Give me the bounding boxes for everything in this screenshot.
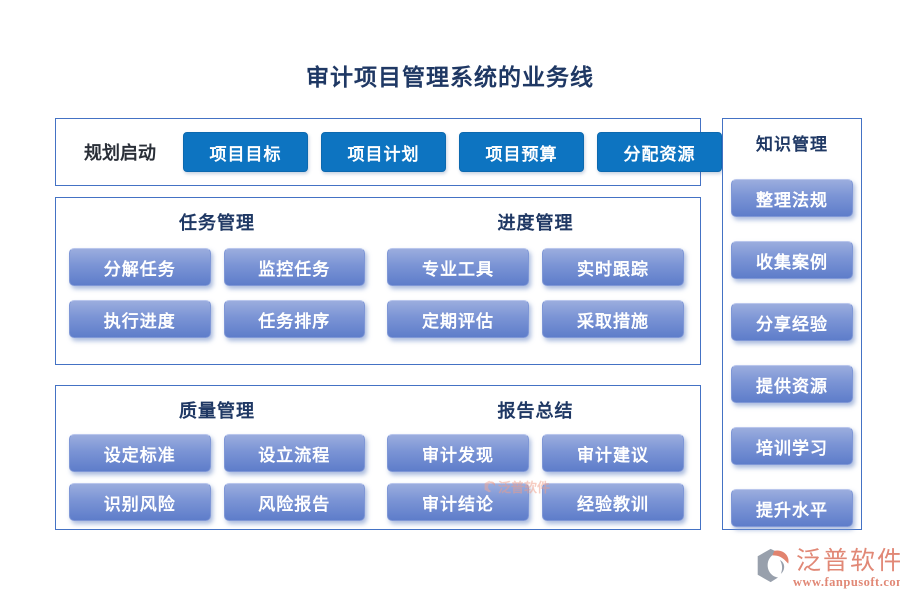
button-professional-tools[interactable]: 专业工具 bbox=[387, 248, 529, 286]
button-audit-conclusion[interactable]: 审计结论 bbox=[387, 483, 529, 521]
task-progress-section: 任务管理 分解任务 监控任务 执行进度 任务排序 进度管理 专业工具 实时跟踪 … bbox=[55, 197, 701, 365]
quality-management-header: 质量管理 bbox=[179, 401, 255, 421]
button-monitor-task[interactable]: 监控任务 bbox=[223, 248, 365, 286]
button-task-order[interactable]: 任务排序 bbox=[223, 300, 365, 338]
button-provide-resources[interactable]: 提供资源 bbox=[731, 365, 853, 403]
task-management-group: 任务管理 分解任务 监控任务 执行进度 任务排序 bbox=[69, 207, 365, 364]
button-periodic-evaluation[interactable]: 定期评估 bbox=[387, 300, 529, 338]
knowledge-management-header: 知识管理 bbox=[756, 135, 828, 154]
button-take-measures[interactable]: 采取措施 bbox=[542, 300, 684, 338]
button-realtime-tracking[interactable]: 实时跟踪 bbox=[542, 248, 684, 286]
fanpu-logo-icon bbox=[757, 548, 789, 583]
report-summary-header: 报告总结 bbox=[497, 401, 574, 421]
brand-name: 泛普软件 bbox=[796, 547, 900, 575]
knowledge-management-section: 知识管理 整理法规 收集案例 分享经验 提供资源 培训学习 提升水平 bbox=[722, 118, 862, 530]
button-identify-risk[interactable]: 识别风险 bbox=[69, 483, 211, 521]
planning-label: 规划启动 bbox=[84, 143, 156, 163]
brand-footer: 泛普软件 www.fanpusoft.com bbox=[754, 547, 900, 590]
progress-management-group: 进度管理 专业工具 实时跟踪 定期评估 采取措施 bbox=[387, 207, 684, 364]
report-summary-group: 报告总结 审计发现 审计建议 审计结论 经验教训 bbox=[387, 395, 684, 529]
button-project-goal[interactable]: 项目目标 bbox=[183, 132, 308, 172]
page-title: 审计项目管理系统的业务线 bbox=[306, 65, 594, 90]
button-execute-progress[interactable]: 执行进度 bbox=[69, 300, 211, 338]
button-project-plan[interactable]: 项目计划 bbox=[321, 132, 446, 172]
button-setup-process[interactable]: 设立流程 bbox=[223, 434, 365, 472]
button-lessons-learned[interactable]: 经验教训 bbox=[542, 483, 684, 521]
button-audit-suggestion[interactable]: 审计建议 bbox=[542, 434, 684, 472]
quality-management-group: 质量管理 设定标准 设立流程 识别风险 风险报告 bbox=[69, 395, 365, 529]
button-decompose-task[interactable]: 分解任务 bbox=[69, 248, 211, 286]
button-audit-finding[interactable]: 审计发现 bbox=[387, 434, 529, 472]
brand-url: www.fanpusoft.com bbox=[793, 574, 900, 589]
button-project-budget[interactable]: 项目预算 bbox=[459, 132, 584, 172]
progress-management-header: 进度管理 bbox=[497, 213, 574, 233]
button-collect-cases[interactable]: 收集案例 bbox=[731, 241, 853, 279]
button-allocate-resource[interactable]: 分配资源 bbox=[597, 132, 722, 172]
button-risk-report[interactable]: 风险报告 bbox=[223, 483, 365, 521]
button-improve-level[interactable]: 提升水平 bbox=[731, 489, 853, 527]
planning-section: 规划启动 项目目标 项目计划 项目预算 分配资源 bbox=[55, 118, 722, 186]
button-organize-regulations[interactable]: 整理法规 bbox=[731, 179, 853, 217]
button-training-learning[interactable]: 培训学习 bbox=[731, 427, 853, 465]
button-share-experience[interactable]: 分享经验 bbox=[731, 303, 853, 341]
button-set-standard[interactable]: 设定标准 bbox=[69, 434, 211, 472]
quality-report-section: 质量管理 设定标准 设立流程 识别风险 风险报告 报告总结 审计发现 审计建议 … bbox=[55, 385, 701, 530]
task-management-header: 任务管理 bbox=[179, 213, 255, 233]
